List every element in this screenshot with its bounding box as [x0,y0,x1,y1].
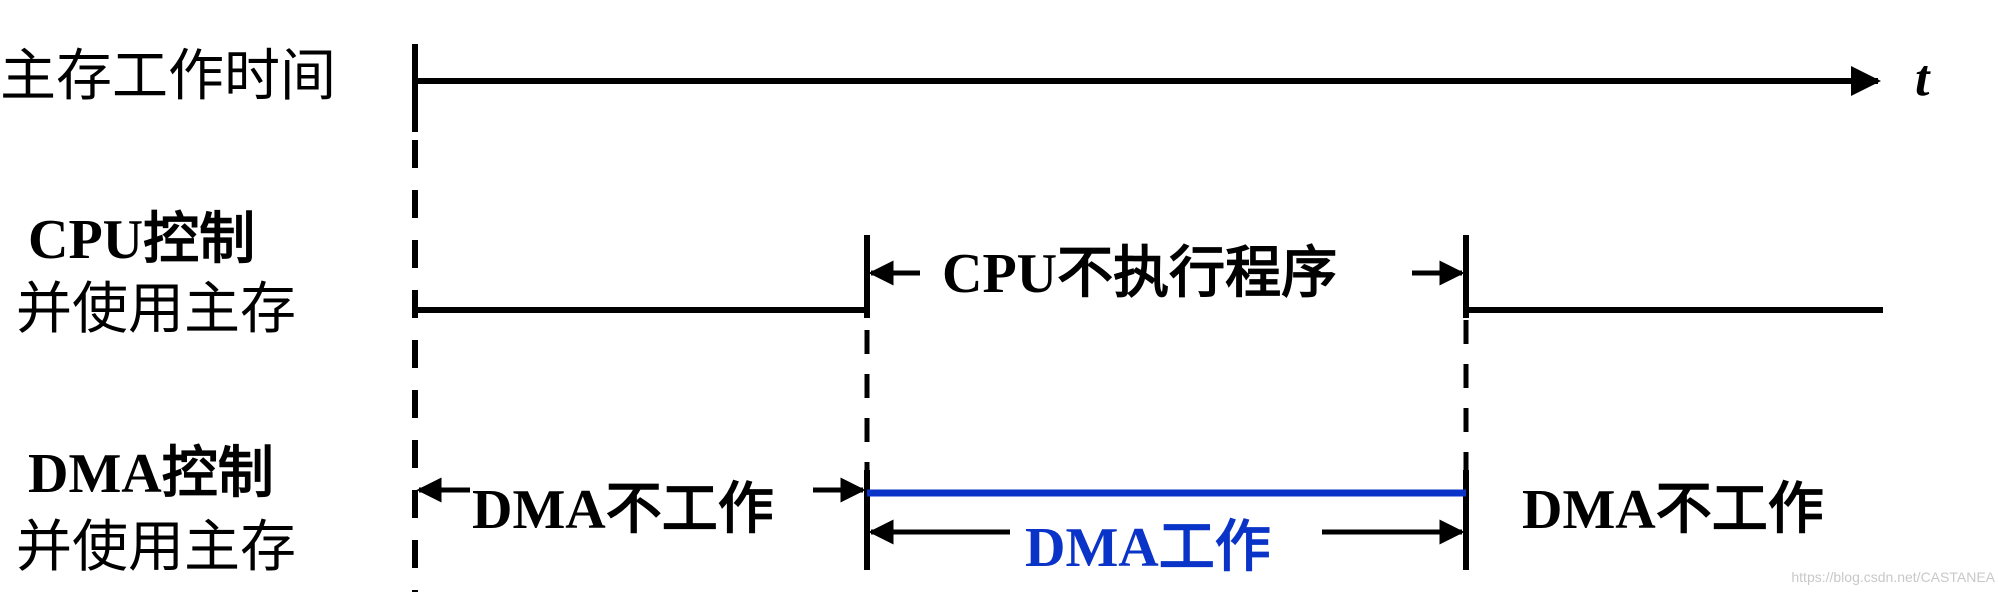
time-axis-label: t [1915,50,1931,107]
row3-label-line1: DMA控制 [28,443,274,505]
dma-idle-right-label: DMA不工作 [1522,479,1824,541]
dma-active-label: DMA工作 [1025,517,1271,579]
row2-label-line1: CPU控制 [28,209,255,271]
row1-label: 主存工作时间 [0,46,336,108]
watermark-text: https://blog.csdn.net/CASTANEA [1791,569,1995,585]
dma-idle-left-label: DMA不工作 [472,479,774,541]
row2-label-line2: 并使用主存 [16,279,296,341]
row3-label-line2: 并使用主存 [16,517,296,579]
cpu-idle-label: CPU不执行程序 [942,243,1337,305]
